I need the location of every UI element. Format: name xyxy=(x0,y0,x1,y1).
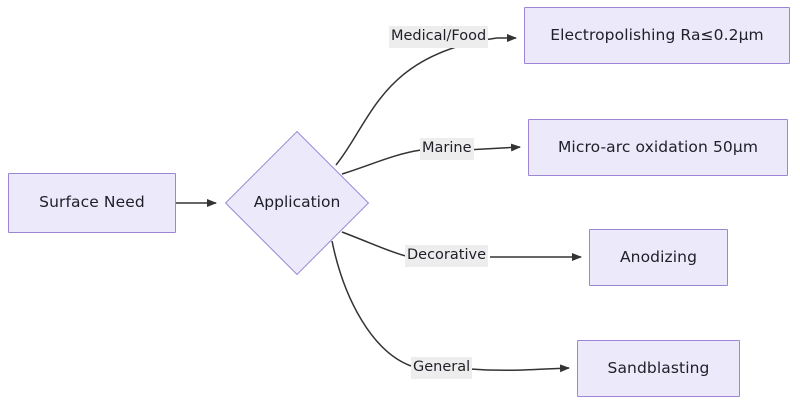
node-micro-arc-oxidation[interactable]: Micro-arc oxidation 50μm xyxy=(528,119,788,176)
edge-label-medical-food: Medical/Food xyxy=(389,26,489,48)
edge-label-marine: Marine xyxy=(420,138,474,160)
node-anodizing-label: Anodizing xyxy=(619,247,698,266)
node-micro-arc-oxidation-label: Micro-arc oxidation 50μm xyxy=(557,137,759,156)
edge-decision-to-out4-arrow xyxy=(469,364,570,373)
edge-decision-to-out2 xyxy=(341,149,422,175)
edge-decision-to-out4 xyxy=(331,240,412,367)
node-surface-need-label: Surface Need xyxy=(39,193,145,212)
edge-decision-to-out2-arrow xyxy=(465,143,521,152)
node-electropolishing-label: Electropolishing Ra≤0.2μm xyxy=(550,25,764,44)
node-sandblasting[interactable]: Sandblasting xyxy=(577,340,740,397)
edge-decision-to-out3 xyxy=(341,231,407,257)
node-electropolishing[interactable]: Electropolishing Ra≤0.2μm xyxy=(524,7,790,64)
node-surface-need[interactable]: Surface Need xyxy=(8,173,176,233)
edge-label-general: General xyxy=(411,357,473,379)
node-sandblasting-label: Sandblasting xyxy=(607,358,710,377)
node-application-label: Application xyxy=(253,193,341,211)
node-anodizing[interactable]: Anodizing xyxy=(589,229,728,286)
edge-label-decorative: Decorative xyxy=(405,245,488,267)
